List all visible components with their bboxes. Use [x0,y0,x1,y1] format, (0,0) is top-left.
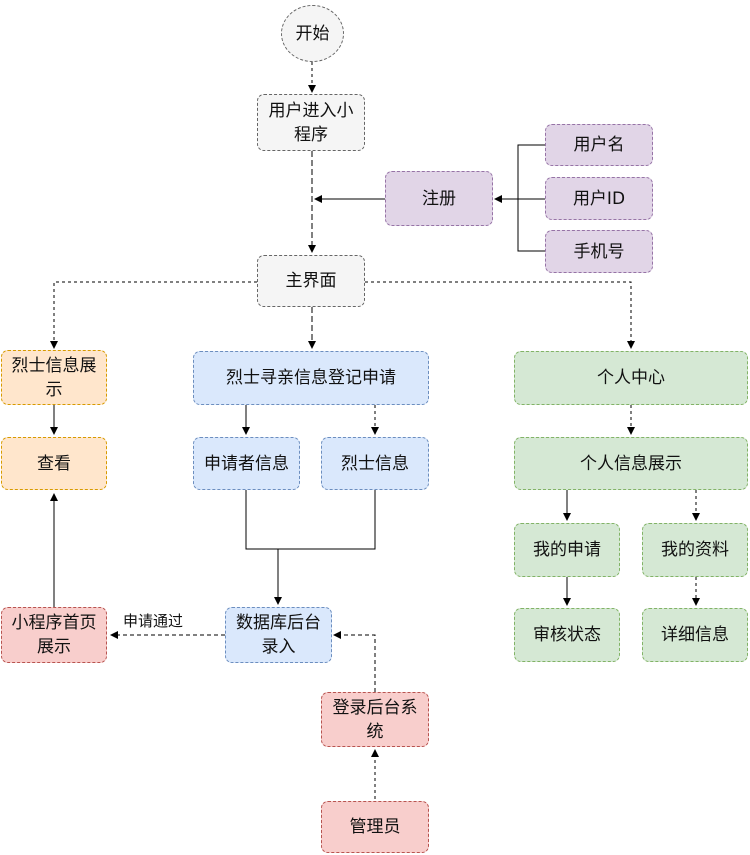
login-backend-node[interactable]: 登录后台系统 [321,692,429,747]
personal-info-display-node[interactable]: 个人信息展示 [514,437,748,490]
approved-edge-label: 申请通过 [121,610,186,631]
martyr-info-node[interactable]: 烈士信息 [321,437,429,490]
edge-main-to-personal [365,281,635,349]
register-node[interactable]: 注册 [385,171,493,226]
apply-register-node[interactable]: 烈士寻亲信息登记申请 [193,351,429,405]
view-node[interactable]: 查看 [1,437,107,490]
applicant-info-node[interactable]: 申请者信息 [193,437,300,490]
edge-main-to-martyr-display [50,281,257,349]
database-entry-node[interactable]: 数据库后台录入 [225,607,332,663]
main-interface-node[interactable]: 主界面 [257,255,365,307]
start-node[interactable]: 开始 [281,5,344,62]
edge-login-to-db [333,631,376,692]
martyr-info-display-node[interactable]: 烈士信息展示 [1,350,107,405]
details-node[interactable]: 详细信息 [642,608,748,662]
my-applications-node[interactable]: 我的申请 [514,523,620,577]
review-status-node[interactable]: 审核状态 [514,608,620,662]
home-display-node[interactable]: 小程序首页展示 [1,607,107,663]
user-id-node[interactable]: 用户ID [545,177,653,220]
personal-center-node[interactable]: 个人中心 [514,351,748,405]
my-profile-node[interactable]: 我的资料 [642,523,748,577]
username-node[interactable]: 用户名 [545,124,653,166]
edge-attributes-to-register [517,144,545,252]
admin-node[interactable]: 管理员 [321,801,429,853]
edge-info-merge [245,490,376,550]
phone-node[interactable]: 手机号 [545,230,653,273]
enter-mini-program-node[interactable]: 用户进入小程序 [257,94,365,151]
